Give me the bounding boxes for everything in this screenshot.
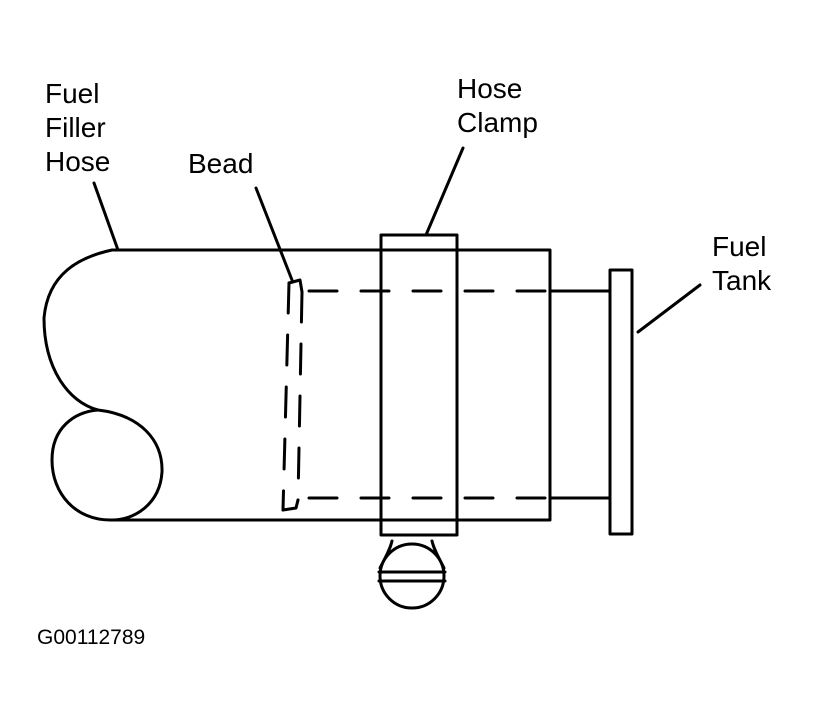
bead-leader xyxy=(256,188,292,280)
hose-clamp-label-line2: Clamp xyxy=(457,107,538,138)
hose-clamp-band xyxy=(381,235,457,535)
filler-hose-outline xyxy=(44,250,550,520)
clamp-screw xyxy=(379,541,445,608)
fuel-filler-hose-label-line1: Fuel xyxy=(45,78,100,109)
hose-clamp-leader xyxy=(426,148,463,235)
hose-clamp-label: Hose Clamp xyxy=(457,72,538,140)
fuel-tank-leader xyxy=(638,285,700,332)
hose-clamp-label-line1: Hose xyxy=(457,73,523,104)
figure-id: G00112789 xyxy=(37,626,146,649)
fuel-filler-hose-label-line2: Filler xyxy=(45,112,106,143)
fuel-tank-wall xyxy=(610,270,632,534)
bead xyxy=(283,280,302,510)
bead-label: Bead xyxy=(188,148,254,179)
filler-neck-exposed xyxy=(550,291,612,498)
fuel-tank-label: Fuel Tank xyxy=(712,230,771,298)
filler-neck-hidden-lines xyxy=(309,291,612,498)
fuel-tank-label-line1: Fuel xyxy=(712,231,767,262)
fuel-filler-hose-label-line3: Hose xyxy=(45,146,111,177)
filler-hose-leader xyxy=(94,183,118,250)
fuel-tank-label-line2: Tank xyxy=(712,265,772,296)
fuel-filler-hose-label: Fuel Filler Hose xyxy=(45,77,110,179)
